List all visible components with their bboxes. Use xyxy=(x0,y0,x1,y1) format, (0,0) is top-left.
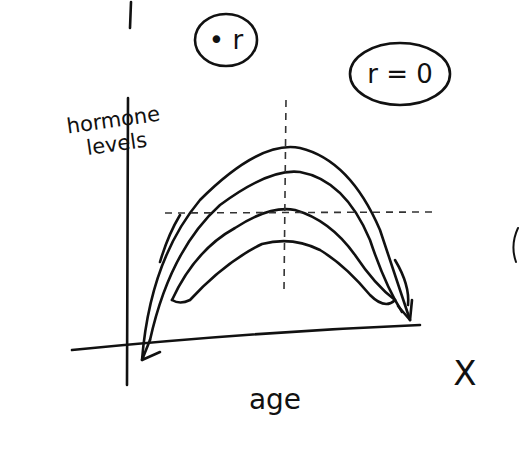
middle-curve xyxy=(150,172,402,340)
axis-label: hormone levels xyxy=(47,99,182,165)
tick-mark xyxy=(130,2,131,28)
circled-note: • r xyxy=(193,12,259,68)
arrow-head xyxy=(142,340,160,360)
outer-curve xyxy=(142,147,410,360)
axis-label: age xyxy=(235,385,315,416)
axis-label: X xyxy=(440,355,490,392)
x-axis xyxy=(72,325,420,350)
sketch-stroke xyxy=(160,215,180,262)
ellipse-outline xyxy=(350,43,450,105)
dashed-level-line xyxy=(165,212,432,213)
arrow-head xyxy=(398,300,412,320)
sketch-stroke xyxy=(395,260,408,305)
dashed-peak-line xyxy=(284,100,286,290)
ellipse-outline xyxy=(195,14,257,66)
bracket-fragment xyxy=(513,228,518,262)
note-text: r = 0 xyxy=(367,59,433,89)
circled-note: r = 0 xyxy=(348,41,452,107)
note-text: • r xyxy=(209,25,243,55)
